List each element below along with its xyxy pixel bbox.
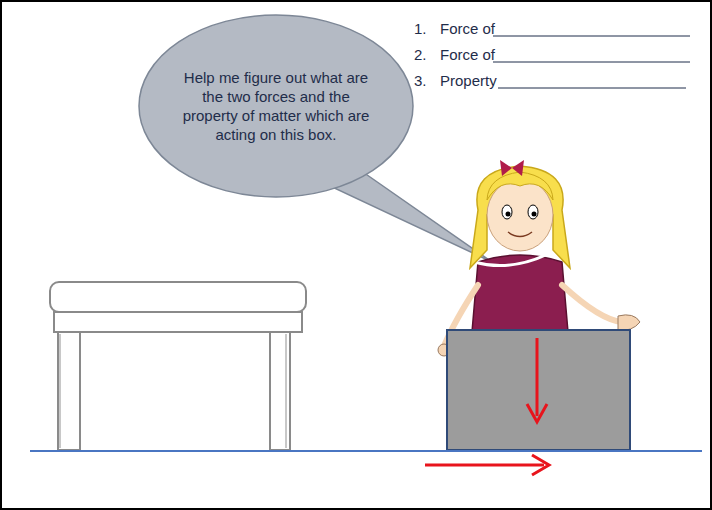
answer-prompt: Property (440, 72, 497, 90)
bubble-text: Help me figure out what are the two forc… (138, 14, 414, 198)
girl-hair (470, 166, 570, 268)
girl-eye (502, 205, 512, 219)
girl-figure (438, 160, 640, 356)
list-number: 2. (414, 46, 427, 64)
answer-prompt: Force of (440, 20, 495, 38)
girl-eye (528, 205, 538, 219)
girl-face (487, 179, 553, 251)
girl-smile (508, 232, 532, 237)
girl-pupil (506, 212, 511, 217)
girl-hand (618, 315, 640, 330)
floor-line (30, 450, 702, 452)
girl-pupil (532, 212, 537, 217)
answer-blank (498, 88, 686, 89)
bubble-ellipse (139, 15, 413, 197)
list-number: 3. (414, 72, 427, 90)
table-leg (270, 332, 290, 450)
speech-bubble: Help me figure out what are the two forc… (138, 14, 414, 198)
arrow-head (532, 455, 549, 475)
list-number: 1. (414, 20, 427, 38)
dress-collar (474, 254, 548, 266)
answer-blank (493, 36, 690, 37)
table-sketch (50, 282, 306, 450)
gray-box (447, 330, 630, 450)
bubble-outline (138, 14, 414, 198)
friction-arrow (425, 464, 544, 467)
arrow-head (527, 404, 547, 422)
speech-tail (330, 170, 492, 262)
table-shade (285, 334, 287, 448)
gravity-arrow (536, 338, 539, 416)
hair-bow (500, 160, 524, 176)
table-apron (54, 312, 302, 332)
girl-arm (562, 285, 622, 322)
girl-dress (472, 255, 568, 332)
answer-blank (493, 62, 690, 63)
girl-bangs (487, 172, 553, 200)
table-top (50, 282, 306, 312)
table-shade (59, 334, 61, 448)
answer-prompt: Force of (440, 46, 495, 64)
table-leg (58, 332, 80, 450)
